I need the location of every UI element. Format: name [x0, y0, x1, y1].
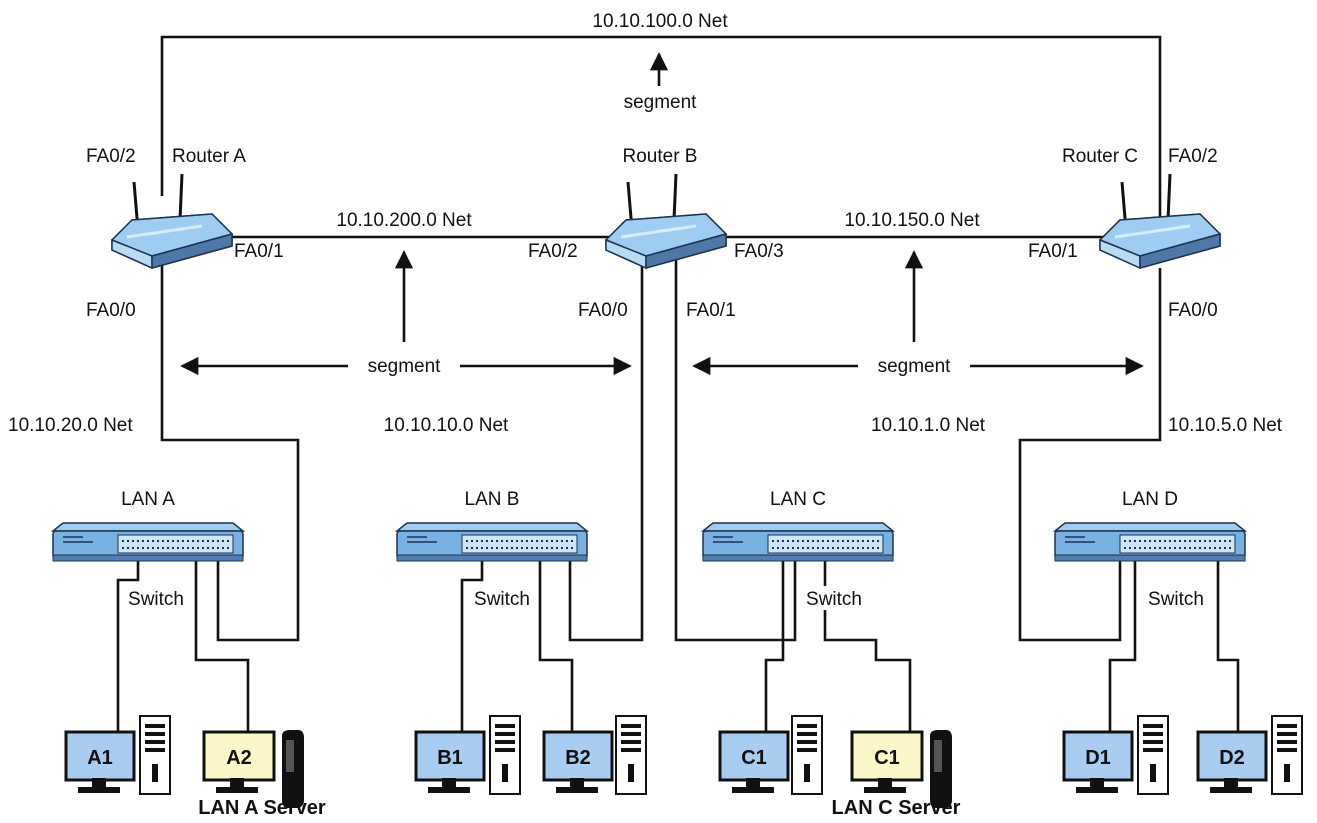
host-d1-label: D1 — [1085, 747, 1111, 769]
router-a-name: Router A — [172, 146, 246, 167]
lan-a-server-caption: LAN A Server — [198, 797, 326, 819]
pc-tower-icon — [139, 715, 171, 795]
router-c-name: Router C — [1062, 146, 1138, 167]
host-b1: B1 — [414, 730, 486, 793]
pc-tower-icon — [791, 715, 823, 795]
network-label-ab: 10.10.200.0 Net — [336, 210, 472, 231]
switch-c-label: Switch — [806, 589, 862, 610]
router-a-port-fa01: FA0/1 — [234, 241, 284, 262]
network-label-lan-b: 10.10.10.0 Net — [384, 415, 509, 436]
router-b-icon — [604, 172, 728, 270]
router-a-icon — [110, 172, 234, 270]
host-c1: C1 — [718, 730, 790, 793]
router-c-port-fa01: FA0/1 — [1028, 241, 1078, 262]
network-label-top: 10.10.100.0 Net — [592, 11, 728, 32]
host-d2: D2 — [1196, 730, 1268, 793]
segment-arrows — [180, 52, 1144, 376]
switch-d-label: Switch — [1148, 589, 1204, 610]
connections — [116, 35, 1240, 738]
host-b2: B2 — [542, 730, 614, 793]
router-b-port-fa01: FA0/1 — [686, 300, 736, 321]
lan-a-title: LAN A — [121, 489, 175, 510]
pc-tower-icon — [615, 715, 647, 795]
router-a-port-fa02: FA0/2 — [86, 146, 136, 167]
router-b-name: Router B — [623, 146, 698, 167]
host-d2-label: D2 — [1219, 747, 1245, 769]
pc-tower-icon — [1137, 715, 1169, 795]
host-b1-label: B1 — [437, 747, 463, 769]
segment-label-top: segment — [624, 92, 698, 113]
router-a-port-fa00: FA0/0 — [86, 300, 136, 321]
switch-c-icon — [702, 522, 894, 562]
switch-a-label: Switch — [128, 589, 184, 610]
router-b-port-fa03: FA0/3 — [734, 241, 784, 262]
host-c1-server: C1 — [850, 730, 924, 793]
switch-b-label: Switch — [474, 589, 530, 610]
host-a1-label: A1 — [87, 747, 113, 769]
network-label-lan-c: 10.10.1.0 Net — [871, 415, 986, 436]
segment-label-right: segment — [878, 356, 952, 377]
host-b2-label: B2 — [565, 747, 591, 769]
lan-c-title: LAN C — [770, 489, 826, 510]
switch-b-icon — [396, 522, 588, 562]
router-b-port-fa02: FA0/2 — [528, 241, 578, 262]
lan-d-title: LAN D — [1122, 489, 1178, 510]
host-a2-label: A2 — [226, 747, 252, 769]
lan-b-title: LAN B — [465, 489, 520, 510]
router-c-port-fa02: FA0/2 — [1168, 146, 1218, 167]
router-c-port-fa00: FA0/0 — [1168, 300, 1218, 321]
segment-label-left: segment — [368, 356, 442, 377]
network-label-bc: 10.10.150.0 Net — [844, 210, 980, 231]
pc-tower-icon — [1271, 715, 1303, 795]
pc-tower-icon — [489, 715, 521, 795]
host-a2-server: A2 — [202, 730, 276, 793]
lan-c-server-caption: LAN C Server — [832, 797, 961, 819]
host-d1: D1 — [1062, 730, 1134, 793]
switch-a-icon — [52, 522, 244, 562]
host-c1-server-label: C1 — [874, 747, 900, 769]
router-b-port-fa00: FA0/0 — [578, 300, 628, 321]
host-c1-label: C1 — [741, 747, 767, 769]
network-label-lan-a: 10.10.20.0 Net — [8, 415, 133, 436]
network-label-lan-d: 10.10.5.0 Net — [1168, 415, 1283, 436]
switch-d-icon — [1054, 522, 1246, 562]
host-a1: A1 — [64, 730, 136, 793]
